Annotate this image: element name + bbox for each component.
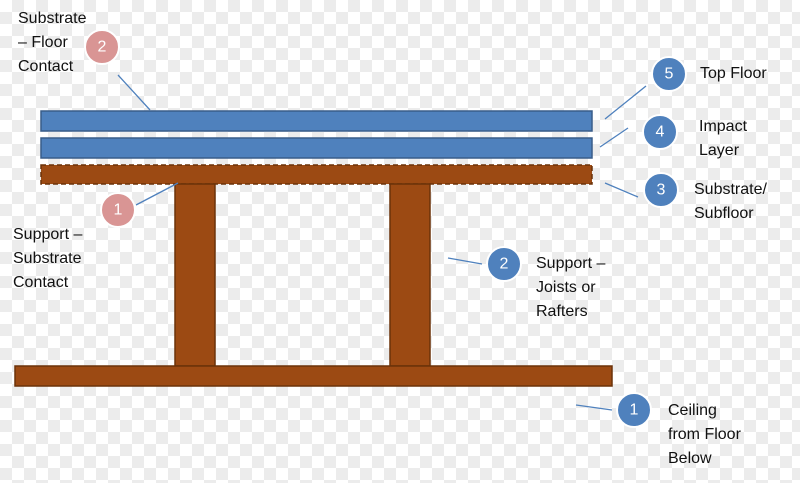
badge-impact-layer: 4: [642, 114, 678, 150]
badge-support-substrate-contact: 1: [100, 192, 136, 228]
leader-line-substrate-floor-contact: [117, 74, 151, 111]
badge-support-joists-number: 2: [500, 256, 509, 273]
badge-substrate-subfloor: 3: [643, 172, 679, 208]
leader-line-support-joists: [447, 257, 483, 265]
leader-line-ceiling: [575, 404, 613, 411]
badge-top-floor: 5: [651, 56, 687, 92]
leader-line-top-floor: [604, 85, 647, 120]
badge-impact-layer-number: 4: [656, 124, 665, 141]
impact-layer: [40, 137, 593, 159]
leader-line-substrate-subfloor: [604, 182, 639, 198]
label-substrate-floor-contact: Substrate – Floor Contact: [18, 10, 87, 75]
badge-ceiling-number: 1: [630, 402, 639, 419]
badge-top-floor-number: 5: [665, 66, 674, 83]
subfloor-layer: [40, 164, 593, 185]
label-support-joists: Support – Joists or Rafters: [536, 255, 606, 320]
badge-substrate-subfloor-number: 3: [657, 182, 666, 199]
joist-left: [174, 183, 216, 367]
leader-line-impact-layer: [599, 127, 629, 148]
badge-substrate-floor-contact: 2: [84, 29, 120, 65]
label-support-substrate-contact: Support – Substrate Contact: [13, 226, 83, 291]
top-floor-layer: [40, 110, 593, 132]
label-impact-layer: Impact Layer: [699, 118, 748, 159]
badge-support-substrate-contact-number: 1: [114, 202, 123, 219]
label-ceiling: Ceiling from Floor Below: [668, 402, 741, 467]
label-top-floor: Top Floor: [700, 65, 767, 82]
joist-right: [389, 183, 431, 367]
badge-support-joists: 2: [486, 246, 522, 282]
ceiling-layer: [14, 365, 613, 387]
leader-line-support-substrate-contact: [135, 182, 179, 206]
label-substrate-subfloor: Substrate/ Subfloor: [694, 181, 767, 222]
badge-substrate-floor-contact-number: 2: [98, 39, 107, 56]
badge-ceiling: 1: [616, 392, 652, 428]
